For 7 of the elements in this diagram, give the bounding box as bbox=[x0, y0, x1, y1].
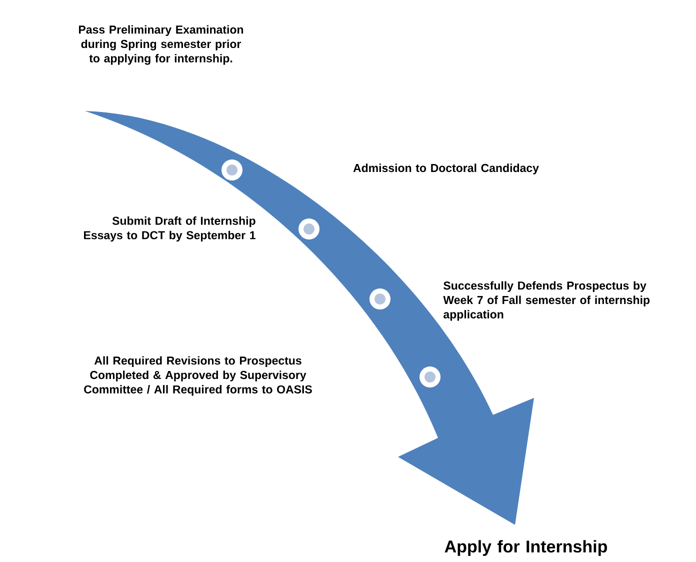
step-text: Admission to Doctoral Candidacy bbox=[353, 164, 539, 174]
step-text: Successfully Defends Prospectus by Week 7 of Fall semester of internship application bbox=[443, 281, 650, 321]
step-text: Submit Draft of Internship Essays to DCT by September 1 bbox=[84, 216, 256, 242]
step-text: All Required Revisions to Prospectus Completed & Approved by Supervisory Committee / All Required forms to OASIS bbox=[84, 356, 312, 396]
step-text: Pass Preliminary Examination during Spring semester prior to applying for internship. bbox=[79, 25, 244, 65]
curved-arrow bbox=[85, 110, 534, 525]
step-text: Apply for Internship bbox=[444, 540, 607, 556]
